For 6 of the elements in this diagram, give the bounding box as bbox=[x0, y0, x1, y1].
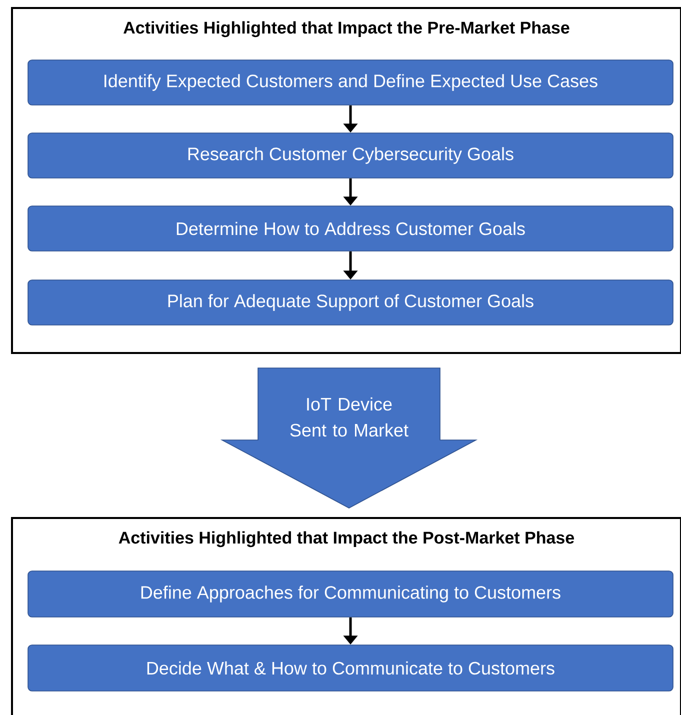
process-box: Identify Expected Customers and Define Expected Use Cases bbox=[28, 60, 674, 106]
process-box: Decide What & How to Communicate to Customers bbox=[28, 644, 674, 692]
process-box: Determine How to Address Customer Goals bbox=[28, 206, 674, 252]
process-box: Research Customer Cybersecurity Goals bbox=[28, 132, 674, 178]
process-box: Define Approaches for Communicating to Customers bbox=[28, 570, 674, 618]
process-box: Plan for Adequate Support of Customer Goals bbox=[28, 280, 674, 326]
